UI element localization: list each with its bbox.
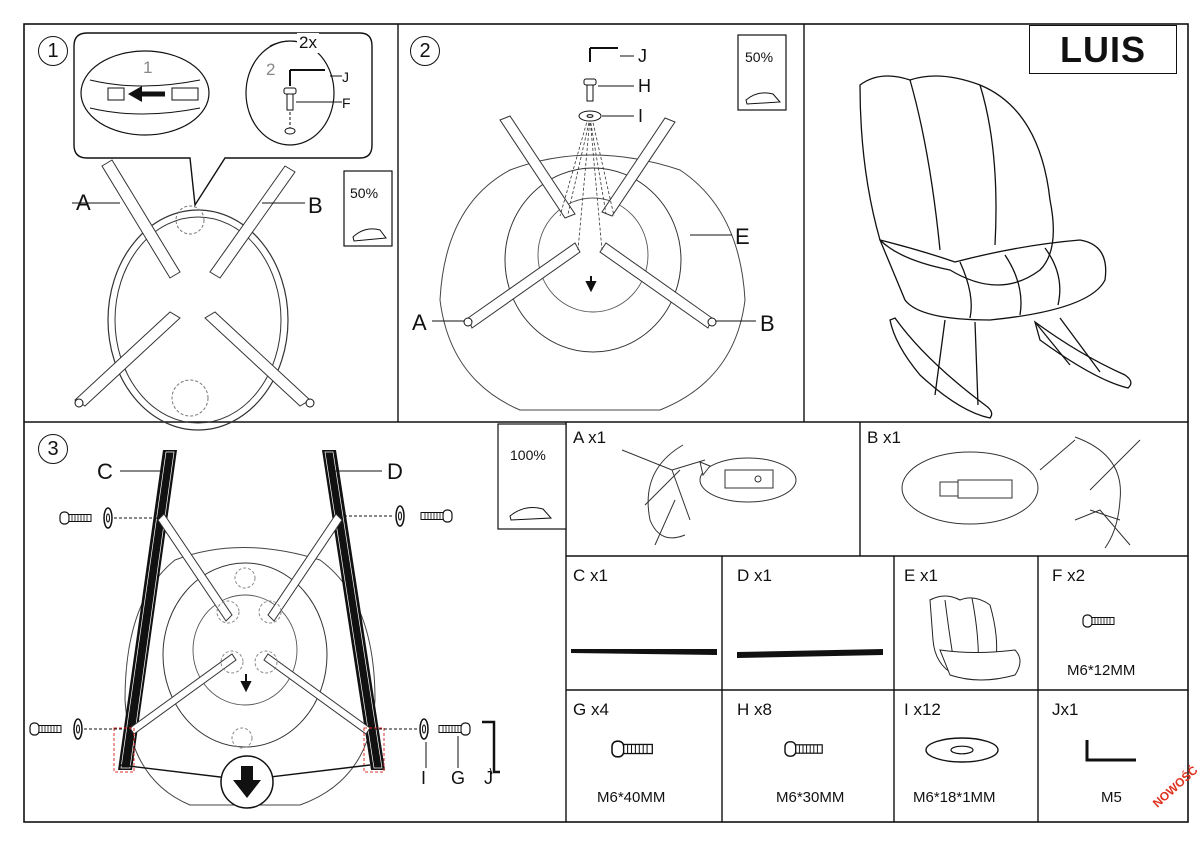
step2-label-h: H [638, 76, 651, 96]
step1-label-a: A [76, 190, 91, 215]
part-i-drawing [925, 737, 999, 763]
part-j-size: M5 [1101, 789, 1122, 806]
step3-label-i: I [421, 768, 427, 788]
step3-tighten-percent: 100% [510, 447, 546, 463]
product-title: LUIS [1029, 25, 1177, 74]
step2-label-j: J [638, 46, 647, 66]
part-h-drawing [784, 741, 823, 757]
detail-1-label: 1 [143, 58, 153, 77]
chair-illustration [859, 75, 1132, 419]
part-b-drawing [901, 436, 1141, 549]
part-a-drawing [621, 444, 797, 546]
step3-label-d: D [387, 459, 403, 484]
part-c-title: C x1 [573, 566, 608, 585]
step-2-number: 2 [410, 36, 440, 66]
step3-label-g: G [451, 768, 466, 788]
part-j-title: Jx1 [1052, 700, 1079, 719]
part-f-title: F x2 [1052, 566, 1086, 585]
part-i-size: M6*18*1MM [913, 789, 996, 806]
part-c-drawing [571, 649, 717, 655]
step2-label-i: I [638, 106, 644, 126]
part-g-drawing [611, 740, 654, 758]
part-d-title: D x1 [737, 566, 772, 585]
step3-drawing [29, 423, 567, 809]
part-i-title: I x12 [904, 700, 941, 719]
step2-label-a: A [412, 310, 427, 335]
detail-2x-label: 2x [297, 33, 319, 53]
part-e-drawing [929, 595, 1021, 681]
part-f-drawing [1082, 614, 1115, 628]
detail-f-label: F [342, 95, 351, 111]
part-g-title: G x4 [573, 700, 609, 719]
step-3-number: 3 [38, 434, 68, 464]
part-f-size: M6*12MM [1067, 662, 1136, 679]
step1-drawing [72, 32, 393, 431]
step3-label-j: J [484, 768, 493, 788]
step2-label-e: E [735, 224, 750, 249]
step2-tighten-percent: 50% [745, 49, 774, 65]
detail-j-label: J [342, 69, 349, 85]
part-d-drawing [737, 649, 883, 658]
detail-2-label: 2 [266, 60, 276, 79]
step1-tighten-percent: 50% [350, 185, 379, 201]
part-b-title: B x1 [867, 428, 902, 447]
part-h-title: H x8 [737, 700, 772, 719]
part-j-drawing [1085, 740, 1136, 762]
step2-label-b: B [760, 311, 775, 336]
step-1-number: 1 [38, 36, 68, 66]
part-a-title: A x1 [573, 428, 607, 447]
step1-label-b: B [308, 193, 323, 218]
part-g-size: M6*40MM [597, 789, 666, 806]
part-h-size: M6*30MM [776, 789, 845, 806]
part-e-title: E x1 [904, 566, 939, 585]
step2-drawing [432, 34, 787, 411]
step3-label-c: C [97, 459, 113, 484]
